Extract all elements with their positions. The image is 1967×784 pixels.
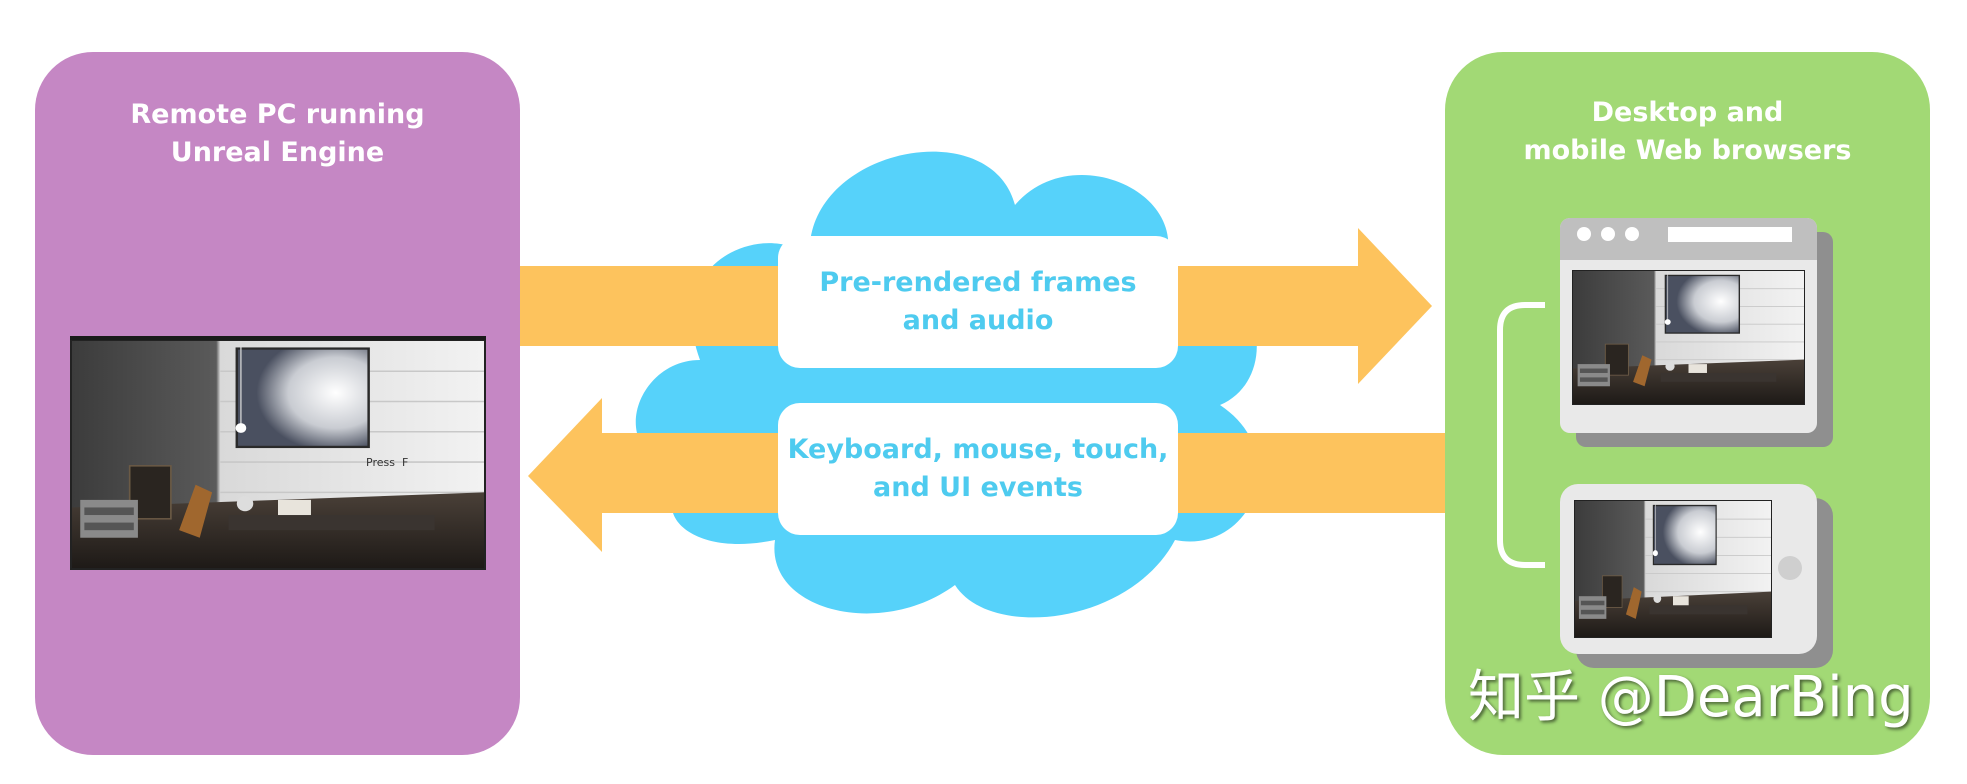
forward-label-line2: and audio	[902, 305, 1054, 336]
watermark: 知乎 @DearBing	[1468, 665, 1914, 730]
forward-label: Pre-rendered frames and audio	[778, 236, 1178, 368]
browser-title-line2: mobile Web browsers	[1523, 135, 1852, 166]
home-button-icon	[1778, 556, 1802, 580]
device-bracket	[1497, 302, 1545, 568]
window-dot-icon	[1625, 227, 1639, 241]
desktop-browser-window	[1560, 218, 1833, 447]
window-dot-icon	[1601, 227, 1615, 241]
remote-pc-title-line1: Remote PC running	[130, 99, 425, 130]
forward-label-line1: Pre-rendered frames	[819, 267, 1137, 298]
remote-pc-title: Remote PC running Unreal Engine	[35, 96, 520, 172]
remote-pc-screenshot	[70, 336, 486, 570]
cloud	[635, 151, 1259, 618]
scene-overlay-text: Press F	[366, 456, 409, 469]
browser-title: Desktop and mobile Web browsers	[1445, 94, 1930, 170]
backward-label: Keyboard, mouse, touch, and UI events	[778, 403, 1178, 535]
backward-label-line1: Keyboard, mouse, touch,	[787, 434, 1169, 465]
address-bar	[1668, 227, 1792, 242]
remote-pc-title-line2: Unreal Engine	[170, 137, 385, 168]
arrow-backward	[528, 398, 1445, 552]
arrow-forward	[520, 228, 1432, 384]
backward-label-line2: and UI events	[873, 472, 1083, 503]
window-dot-icon	[1577, 227, 1591, 241]
browser-title-line1: Desktop and	[1591, 97, 1784, 128]
mobile-device	[1560, 484, 1833, 668]
